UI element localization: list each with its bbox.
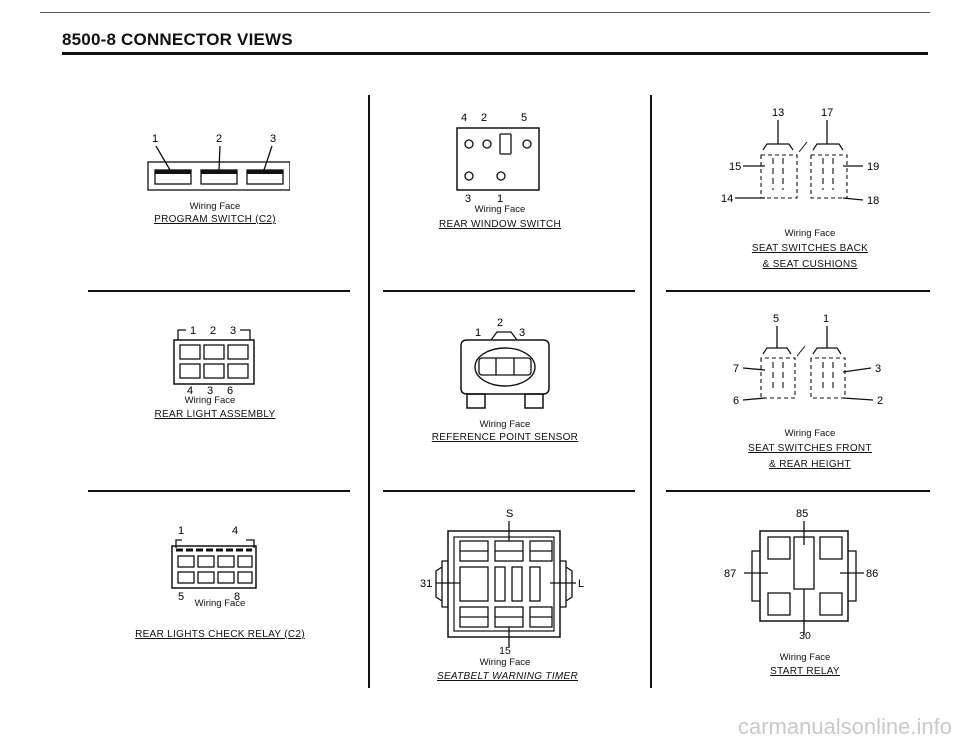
connector-name: REFERENCE POINT SENSOR	[431, 432, 579, 443]
pin-label: 4	[187, 385, 193, 397]
pin-label: 3	[875, 363, 881, 375]
program-switch-diagram: 1 2 3	[147, 133, 290, 191]
pin-label: 14	[721, 193, 733, 205]
pin-label: S	[506, 508, 513, 520]
seat-switches-front-diagram: 5 1 7 3 6 2	[733, 313, 883, 407]
wiring-face-caption: Wiring Face	[784, 228, 836, 239]
row-divider	[88, 490, 350, 492]
wiring-face-caption: Wiring Face	[189, 201, 241, 212]
wiring-face-caption: Wiring Face	[779, 652, 831, 663]
pin-label: 19	[867, 161, 879, 173]
connector-name-line1: SEAT SWITCHES BACK	[751, 243, 869, 254]
pin-label: 1	[475, 327, 481, 339]
pin-label: 1	[190, 325, 196, 337]
pin-label: 18	[867, 195, 879, 207]
pin-label: 17	[821, 107, 833, 119]
pin-label: 87	[724, 568, 736, 580]
pin-label: 3	[465, 193, 471, 204]
connector-name-line2: & SEAT CUSHIONS	[762, 259, 858, 270]
pin-label: 5	[178, 591, 184, 603]
pin-label: 2	[877, 395, 883, 407]
wiring-face-caption: Wiring Face	[474, 204, 526, 215]
pin-label: 3	[270, 133, 276, 145]
pin-label: 15	[729, 161, 741, 173]
wiring-face-caption: Wiring Face	[479, 419, 531, 430]
row-divider	[88, 290, 350, 292]
pin-label: 2	[481, 112, 487, 124]
wiring-face-caption: Wiring Face	[194, 598, 246, 609]
start-relay-diagram: 85 87 86	[724, 508, 878, 635]
pin-label: 31	[420, 578, 432, 590]
pin-label: 1	[497, 193, 503, 204]
wiring-face-caption: Wiring Face	[184, 395, 236, 406]
pin-label: L	[578, 578, 584, 590]
pin-label: 4	[232, 525, 238, 537]
connector-name: REAR LIGHT ASSEMBLY	[154, 409, 276, 420]
pin-label: 8	[234, 591, 240, 603]
pin-label: 6	[733, 395, 739, 407]
pin-label: 2	[497, 317, 503, 329]
wiring-face-caption: Wiring Face	[784, 428, 836, 439]
connector-name: START RELAY	[770, 666, 840, 677]
connector-name-line2: & REAR HEIGHT	[769, 459, 851, 470]
connector-name-line1: SEAT SWITCHES FRONT	[748, 443, 872, 454]
connector-name: PROGRAM SWITCH (C2)	[154, 214, 276, 225]
connector-name: SEATBELT WARNING TIMER	[436, 671, 579, 682]
rear-window-switch-diagram: 4 2 5 3 1	[456, 112, 540, 204]
pin-label: 85	[796, 508, 808, 520]
column-divider-right	[650, 95, 652, 688]
pin-label: 3	[207, 385, 213, 397]
pin-label: 5	[521, 112, 527, 124]
top-rule	[40, 12, 930, 13]
row-divider	[666, 290, 930, 292]
pin-label: 2	[216, 133, 222, 145]
pin-label: 1	[178, 525, 184, 537]
pin-label: 7	[733, 363, 739, 375]
connector-name: REAR LIGHTS CHECK RELAY (C2)	[135, 629, 305, 640]
row-divider	[383, 490, 635, 492]
rear-lights-check-relay-diagram: 1 4 5 8	[171, 525, 257, 603]
pin-label: 6	[227, 385, 233, 397]
seatbelt-warning-timer-diagram: S 31 L	[420, 508, 584, 647]
pin-label: 1	[823, 313, 829, 325]
reference-point-sensor-diagram: 1 2 3	[460, 317, 550, 409]
pin-label: 15	[499, 645, 511, 657]
title-underline	[62, 52, 928, 55]
pin-label: 3	[230, 325, 236, 337]
pin-label: 5	[773, 313, 779, 325]
wiring-face-caption: Wiring Face	[479, 657, 531, 668]
pin-label: 13	[772, 107, 784, 119]
page-title: 8500-8 CONNECTOR VIEWS	[62, 30, 293, 49]
watermark: carmanualsonline.info	[737, 714, 952, 739]
row-divider	[383, 290, 635, 292]
rear-light-assembly-diagram: 1 2 3 4 3 6	[173, 325, 255, 397]
pin-label: 30	[799, 630, 811, 642]
pin-label: 86	[866, 568, 878, 580]
column-divider-left	[368, 95, 370, 688]
pin-label: 3	[519, 327, 525, 339]
pin-label: 4	[461, 112, 467, 124]
pin-label: 1	[152, 133, 158, 145]
connector-name: REAR WINDOW SWITCH	[438, 219, 562, 230]
seat-switches-back-diagram: 13 17 15 19 14 18	[721, 107, 879, 207]
row-divider	[666, 490, 930, 492]
pin-label: 2	[210, 325, 216, 337]
